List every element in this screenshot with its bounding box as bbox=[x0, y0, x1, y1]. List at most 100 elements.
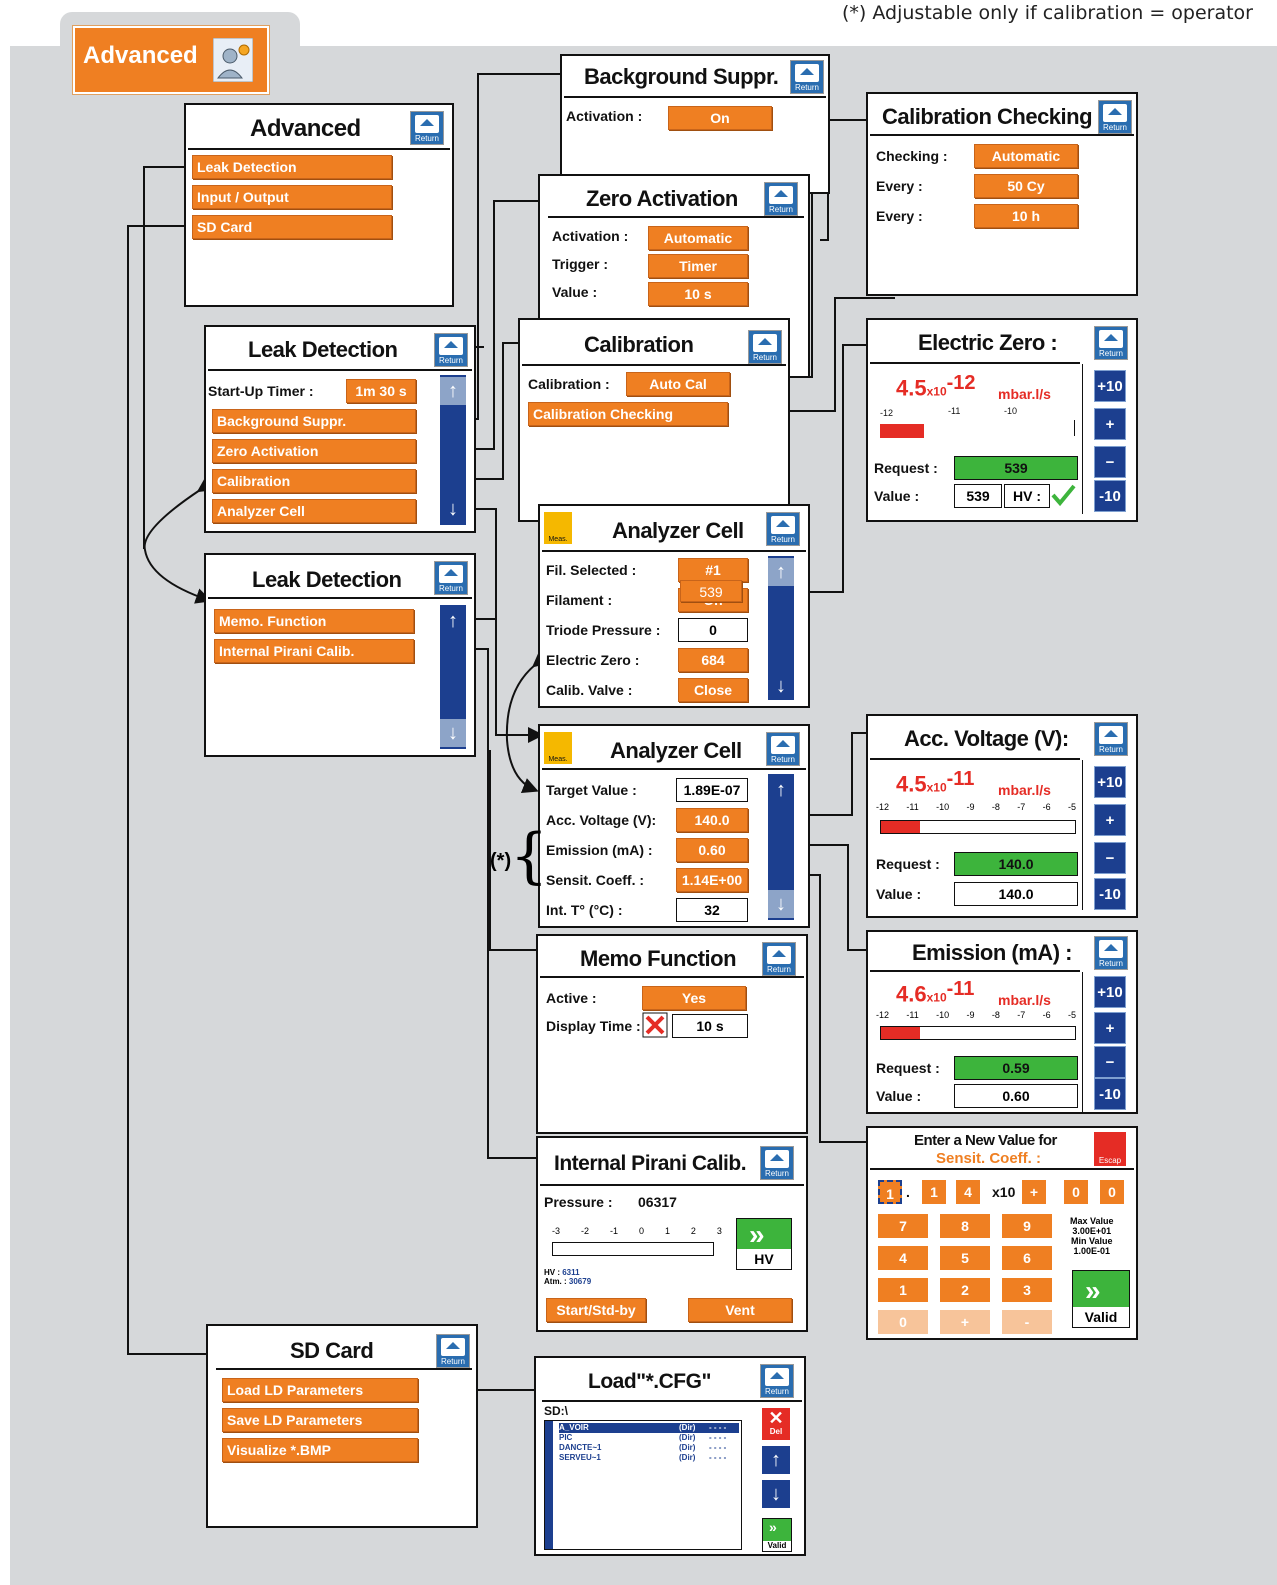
return-button[interactable]: Return bbox=[764, 182, 798, 216]
start-standby-button[interactable]: Start/Std-by bbox=[546, 1298, 646, 1322]
menu-calibration[interactable]: Calibration bbox=[212, 469, 416, 493]
plus-ten-button[interactable]: +10 bbox=[1094, 370, 1126, 402]
key-minus[interactable]: - bbox=[1002, 1310, 1052, 1334]
key-plus[interactable]: + bbox=[940, 1310, 990, 1334]
valid-button[interactable]: »Valid bbox=[762, 1518, 792, 1552]
sign[interactable]: + bbox=[1022, 1180, 1046, 1204]
minus-ten-button[interactable]: -10 bbox=[1094, 1078, 1126, 1110]
minus-ten-button[interactable]: -10 bbox=[1094, 878, 1126, 910]
menu-background-suppr[interactable]: Background Suppr. bbox=[212, 409, 416, 433]
file-row[interactable]: DANCTE~1(Dir)- - - - bbox=[559, 1443, 727, 1452]
startup-timer-value[interactable]: 1m 30 s bbox=[346, 379, 416, 403]
plus-button[interactable]: + bbox=[1094, 408, 1126, 440]
file-list[interactable]: A_VOIR(Dir)- - - - PIC(Dir)- - - - DANCT… bbox=[544, 1420, 742, 1550]
return-button[interactable]: Return bbox=[760, 1146, 794, 1180]
scrollbar[interactable]: ↑ ↓ bbox=[762, 554, 800, 704]
menu-input-output[interactable]: Input / Output bbox=[192, 185, 392, 209]
scroll-up-icon[interactable]: ↑ bbox=[768, 776, 794, 804]
emission-value[interactable]: 0.60 bbox=[676, 838, 748, 862]
digit-1[interactable]: 1 bbox=[878, 1180, 902, 1204]
plus-ten-button[interactable]: +10 bbox=[1094, 976, 1126, 1008]
every-cycles-value[interactable]: 50 Cy bbox=[974, 174, 1078, 198]
minus-button[interactable]: − bbox=[1094, 1046, 1126, 1078]
calib-valve-value[interactable]: Close bbox=[678, 678, 748, 702]
minus-button[interactable]: − bbox=[1094, 842, 1126, 874]
menu-analyzer-cell[interactable]: Analyzer Cell bbox=[212, 499, 416, 523]
checking-value[interactable]: Automatic bbox=[974, 144, 1078, 168]
advanced-tab[interactable]: Advanced bbox=[73, 26, 269, 94]
scroll-down-icon[interactable]: ↓ bbox=[762, 1480, 790, 1508]
minus-button[interactable]: − bbox=[1094, 446, 1126, 478]
fil-selected-value[interactable]: #1 bbox=[678, 558, 748, 582]
return-button[interactable]: Return bbox=[1094, 722, 1128, 756]
key-7[interactable]: 7 bbox=[878, 1214, 928, 1238]
key-0[interactable]: 0 bbox=[878, 1310, 928, 1334]
measure-button[interactable]: Meas. bbox=[544, 732, 572, 764]
menu-sd-card[interactable]: SD Card bbox=[192, 215, 392, 239]
menu-internal-pirani-calib[interactable]: Internal Pirani Calib. bbox=[214, 639, 414, 663]
return-button[interactable]: Return bbox=[748, 330, 782, 364]
disabled-checkbox-icon[interactable] bbox=[642, 1012, 668, 1038]
sensit-coeff-value[interactable]: 1.14E+00 bbox=[676, 868, 748, 892]
electric-zero-value[interactable]: 684 bbox=[678, 648, 748, 672]
return-button[interactable]: Return bbox=[760, 1364, 794, 1398]
minus-ten-button[interactable]: -10 bbox=[1094, 480, 1126, 512]
return-button[interactable]: Return bbox=[434, 561, 468, 595]
return-button[interactable]: Return bbox=[1094, 326, 1128, 360]
trigger-value[interactable]: Timer bbox=[648, 254, 748, 278]
key-1[interactable]: 1 bbox=[878, 1278, 928, 1302]
vent-button[interactable]: Vent bbox=[688, 1298, 792, 1322]
menu-zero-activation[interactable]: Zero Activation bbox=[212, 439, 416, 463]
menu-calibration-checking[interactable]: Calibration Checking bbox=[528, 402, 728, 426]
digit-2[interactable]: 1 bbox=[922, 1180, 946, 1204]
exponent-1[interactable]: 0 bbox=[1064, 1180, 1088, 1204]
calibration-value[interactable]: Auto Cal bbox=[626, 372, 730, 396]
valid-button[interactable]: »Valid bbox=[1072, 1270, 1130, 1328]
plus-ten-button[interactable]: +10 bbox=[1094, 766, 1126, 798]
key-5[interactable]: 5 bbox=[940, 1246, 990, 1270]
return-button[interactable]: Return bbox=[1098, 100, 1132, 134]
menu-leak-detection[interactable]: Leak Detection bbox=[192, 155, 392, 179]
return-button[interactable]: Return bbox=[410, 111, 444, 145]
activation-value[interactable]: On bbox=[668, 106, 772, 130]
return-button[interactable]: Return bbox=[1094, 936, 1128, 970]
scroll-down-icon[interactable]: ↓ bbox=[768, 672, 794, 700]
key-6[interactable]: 6 bbox=[1002, 1246, 1052, 1270]
scroll-up-icon[interactable]: ↑ bbox=[440, 607, 466, 635]
key-9[interactable]: 9 bbox=[1002, 1214, 1052, 1238]
scroll-down-icon[interactable]: ↓ bbox=[768, 890, 794, 918]
plus-button[interactable]: + bbox=[1094, 804, 1126, 836]
exponent-2[interactable]: 0 bbox=[1100, 1180, 1124, 1204]
zero-activation-value[interactable]: Automatic bbox=[648, 226, 748, 250]
request-value[interactable]: 539 bbox=[954, 456, 1078, 480]
key-4[interactable]: 4 bbox=[878, 1246, 928, 1270]
hv-button[interactable]: »HV bbox=[736, 1218, 792, 1270]
scroll-up-icon[interactable]: ↑ bbox=[762, 1446, 790, 1474]
return-button[interactable]: Return bbox=[766, 512, 800, 546]
scroll-down-icon[interactable]: ↓ bbox=[440, 495, 466, 523]
file-row[interactable]: PIC(Dir)- - - - bbox=[559, 1433, 727, 1442]
digit-3[interactable]: 4 bbox=[956, 1180, 980, 1204]
menu-visualize-bmp[interactable]: Visualize *.BMP bbox=[222, 1438, 418, 1462]
return-button[interactable]: Return bbox=[790, 60, 824, 94]
file-row[interactable]: A_VOIR(Dir)- - - - bbox=[559, 1423, 739, 1433]
scroll-down-icon[interactable]: ↓ bbox=[440, 719, 466, 747]
menu-save-ld-parameters[interactable]: Save LD Parameters bbox=[222, 1408, 418, 1432]
file-row[interactable]: SERVEU~1(Dir)- - - - bbox=[559, 1453, 727, 1462]
escape-button[interactable]: Escap bbox=[1094, 1132, 1126, 1166]
delete-button[interactable]: ✕Del bbox=[762, 1408, 790, 1440]
scrollbar[interactable]: ↑ ↓ bbox=[434, 373, 472, 529]
return-button[interactable]: Return bbox=[762, 942, 796, 976]
request-value[interactable]: 140.0 bbox=[954, 852, 1078, 876]
value-value[interactable]: 10 s bbox=[648, 282, 748, 306]
plus-button[interactable]: + bbox=[1094, 1012, 1126, 1044]
key-3[interactable]: 3 bbox=[1002, 1278, 1052, 1302]
active-value[interactable]: Yes bbox=[642, 986, 746, 1010]
menu-load-ld-parameters[interactable]: Load LD Parameters bbox=[222, 1378, 418, 1402]
request-value[interactable]: 0.59 bbox=[954, 1056, 1078, 1080]
scroll-up-icon[interactable]: ↑ bbox=[440, 377, 466, 405]
menu-memo-function[interactable]: Memo. Function bbox=[214, 609, 414, 633]
scroll-up-icon[interactable]: ↑ bbox=[768, 558, 794, 586]
measure-button[interactable]: Meas. bbox=[544, 512, 572, 544]
key-2[interactable]: 2 bbox=[940, 1278, 990, 1302]
